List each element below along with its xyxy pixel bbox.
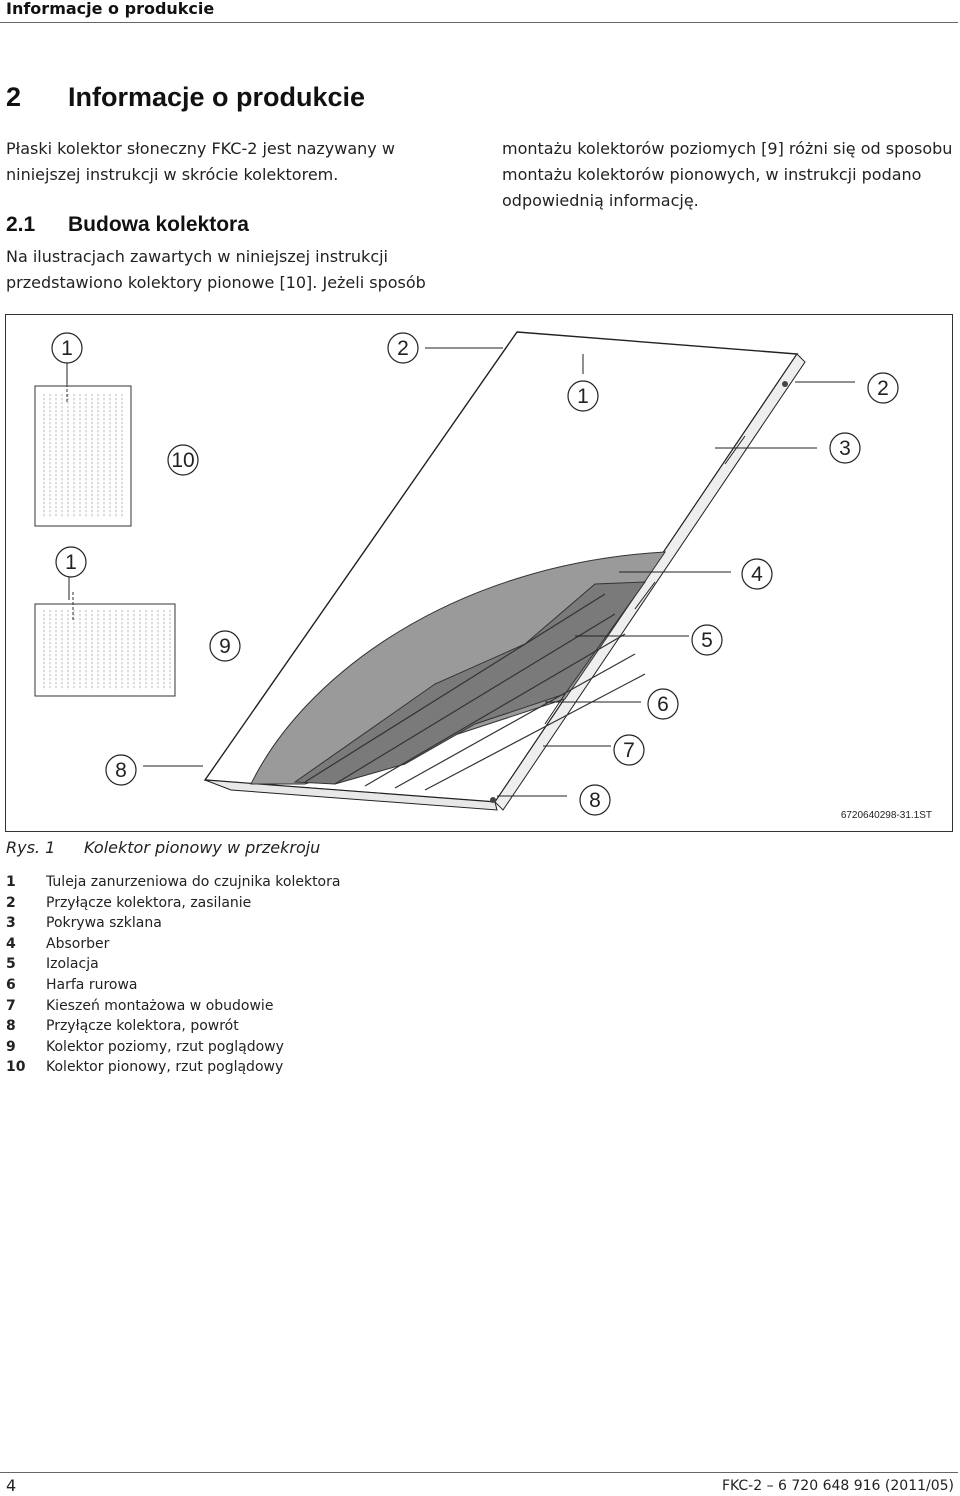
leader-lines bbox=[66, 347, 855, 797]
callout-10: 10 bbox=[167, 444, 199, 476]
section-title: Informacje o produkcie bbox=[68, 82, 366, 112]
legend-text: Harfa rurowa bbox=[46, 976, 138, 993]
legend-text: Izolacja bbox=[46, 956, 99, 973]
callout-9-label: 9 bbox=[219, 635, 231, 658]
legend-item: 6 Harfa rurowa bbox=[6, 975, 506, 996]
header-divider bbox=[0, 22, 958, 23]
legend-text: Przyłącze kolektora, zasilanie bbox=[46, 894, 252, 911]
legend-item: 10 Kolektor pionowy, rzut poglądowy bbox=[6, 1057, 506, 1078]
legend-number: 8 bbox=[6, 1018, 16, 1035]
callout-7: 7 bbox=[613, 734, 645, 766]
callout-7-label: 7 bbox=[623, 739, 635, 762]
figure-caption-text: Kolektor pionowy w przekroju bbox=[84, 838, 321, 857]
main-collector-panel bbox=[203, 331, 806, 811]
callout-1-panel: 1 bbox=[567, 380, 599, 412]
figure-legend: 1 Tuleja zanurzeniowa do czujnika kolekto… bbox=[6, 872, 506, 1078]
vertical-collector-thumbnail bbox=[34, 374, 132, 527]
callouts: 1 2 1 2 10 3 1 4 9 5 6 8 7 8 bbox=[51, 332, 899, 816]
callout-8-bottom: 8 bbox=[579, 784, 611, 816]
horizontal-collector-thumbnail bbox=[34, 592, 176, 697]
legend-item: 7 Kieszeń montażowa w obudowie bbox=[6, 996, 506, 1017]
body-right-line-3: odpowiednią informację. bbox=[502, 191, 699, 210]
legend-number: 9 bbox=[6, 1038, 16, 1055]
callout-8-left-label: 8 bbox=[115, 759, 127, 782]
callout-2-right-label: 2 bbox=[877, 377, 889, 400]
figure-caption-label: Rys. 1 bbox=[6, 838, 56, 857]
intro-line-2: niniejszej instrukcji w skrócie kolektor… bbox=[6, 165, 339, 184]
footer-divider bbox=[0, 1472, 958, 1473]
legend-text: Absorber bbox=[46, 935, 110, 952]
legend-number: 5 bbox=[6, 956, 16, 973]
legend-item: 1 Tuleja zanurzeniowa do czujnika kolekto… bbox=[6, 872, 506, 893]
callout-2-top: 2 bbox=[387, 332, 419, 364]
callout-3: 3 bbox=[829, 432, 861, 464]
legend-number: 3 bbox=[6, 915, 16, 932]
subsection-title: Budowa kolektora bbox=[68, 213, 249, 236]
legend-text: Kolektor poziomy, rzut poglądowy bbox=[46, 1038, 284, 1055]
legend-text: Kolektor pionowy, rzut poglądowy bbox=[46, 1059, 284, 1076]
callout-2-right: 2 bbox=[867, 372, 899, 404]
legend-item: 8 Przyłącze kolektora, powrót bbox=[6, 1016, 506, 1037]
callout-3-label: 3 bbox=[839, 437, 851, 460]
callout-6: 6 bbox=[647, 688, 679, 720]
page-number: 4 bbox=[6, 1476, 17, 1495]
legend-item: 5 Izolacja bbox=[6, 954, 506, 975]
figure-code: 6720640298-31.1ST bbox=[840, 810, 932, 821]
legend-number: 6 bbox=[6, 976, 16, 993]
callout-1-panel-label: 1 bbox=[577, 385, 589, 408]
body-right-line-2: montażu kolektorów pionowych, w instrukc… bbox=[502, 165, 922, 184]
legend-number: 1 bbox=[6, 874, 16, 890]
figure-frame bbox=[5, 314, 953, 832]
legend-text: Kieszeń montażowa w obudowie bbox=[46, 997, 274, 1014]
document-id: FKC-2 – 6 720 648 916 (2011/05) bbox=[721, 1478, 954, 1494]
callout-5-label: 5 bbox=[701, 629, 713, 652]
callout-1-mid-label: 1 bbox=[65, 551, 77, 574]
legend-item: 2 Przyłącze kolektora, zasilanie bbox=[6, 893, 506, 914]
subsection-number: 2.1 bbox=[6, 213, 36, 236]
callout-10-label: 10 bbox=[171, 449, 194, 472]
body-left-line-1: Na ilustracjach zawartych w niniejszej i… bbox=[6, 247, 388, 266]
body-left-line-2: przedstawiono kolektory pionowe [10]. Je… bbox=[6, 273, 426, 292]
collector-cross-section-figure: 1 2 1 2 10 3 1 4 9 5 6 8 7 8 bbox=[34, 331, 899, 816]
callout-1-top-left: 1 bbox=[51, 332, 83, 364]
legend-item: 3 Pokrywa szklana bbox=[6, 913, 506, 934]
callout-1-mid: 1 bbox=[55, 546, 87, 578]
legend-text: Tuleja zanurzeniowa do czujnika kolektor… bbox=[46, 874, 341, 890]
legend-number: 2 bbox=[6, 894, 16, 911]
intro-line-1: Płaski kolektor słoneczny FKC-2 jest naz… bbox=[6, 139, 395, 158]
callout-8-bottom-label: 8 bbox=[589, 789, 601, 812]
legend-number: 7 bbox=[6, 997, 16, 1014]
legend-item: 4 Absorber bbox=[6, 934, 506, 955]
callout-4: 4 bbox=[741, 558, 773, 590]
callout-6-label: 6 bbox=[657, 693, 669, 716]
callout-8-left: 8 bbox=[105, 754, 137, 786]
legend-text: Przyłącze kolektora, powrót bbox=[46, 1018, 239, 1035]
callout-5: 5 bbox=[691, 624, 723, 656]
callout-1-label: 1 bbox=[61, 337, 73, 360]
legend-number: 10 bbox=[6, 1059, 26, 1076]
callout-4-label: 4 bbox=[751, 563, 763, 586]
legend-item: 9 Kolektor poziomy, rzut poglądowy bbox=[6, 1037, 506, 1058]
callout-2-label: 2 bbox=[397, 337, 409, 360]
legend-text: Pokrywa szklana bbox=[46, 915, 162, 932]
body-right-line-1: montażu kolektorów poziomych [9] różni s… bbox=[502, 139, 953, 158]
legend-number: 4 bbox=[6, 935, 16, 952]
section-number: 2 bbox=[6, 82, 22, 112]
callout-9: 9 bbox=[209, 630, 241, 662]
running-header: Informacje o produkcie bbox=[6, 0, 215, 18]
